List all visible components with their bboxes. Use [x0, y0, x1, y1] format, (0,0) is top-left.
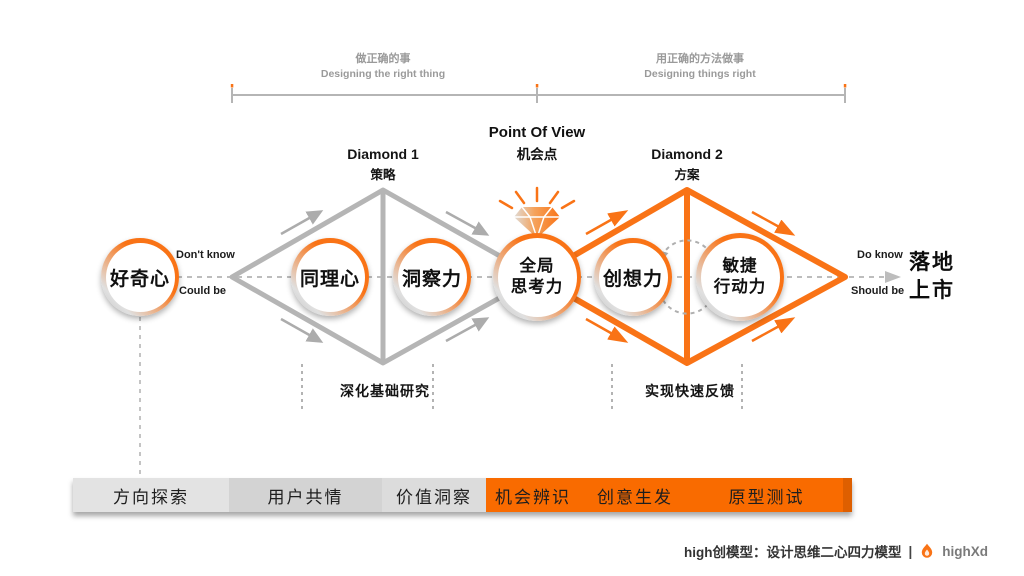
label-dont-know: Don't know: [176, 249, 235, 261]
phase-value-insight: 价值洞察: [382, 478, 486, 512]
node-empathy-label: 同理心: [299, 268, 360, 290]
credit-text: high创模型：设计思维二心四力模型: [683, 545, 902, 560]
diamond-1-title: Diamond 1: [347, 146, 419, 162]
node-creativity: 创想力: [594, 238, 672, 316]
node-insight-label: 洞察力: [401, 268, 462, 290]
footer-credit: high创模型：设计思维二心四力模型 | highXd: [684, 541, 988, 561]
pov-subtitle: 机会点: [516, 147, 558, 162]
phase-opportunity-identification: 机会辨识: [486, 478, 580, 512]
diamond-2-flow-arrows: [585, 210, 796, 343]
diamond-2-note: 实现快速反馈: [645, 383, 735, 399]
bracket-right-zh: 用正确的方法做事: [656, 53, 744, 65]
node-creativity-label: 创想力: [602, 268, 663, 290]
bracket-left-en: Designing the right thing: [320, 68, 446, 80]
diamond-1-label: Diamond 1 策略: [283, 146, 483, 183]
phase-direction-exploration: 方向探索: [73, 478, 229, 512]
bracket-label-right: 用正确的方法做事 Designing things right: [540, 50, 860, 80]
phase-prototype-testing: 原型测试: [690, 478, 843, 512]
phase-bar: 方向探索 用户共情 价值洞察 机会辨识 创意生发 原型测试: [73, 478, 852, 512]
diamond-2-label: Diamond 2 方案: [587, 146, 787, 183]
phase-bar-end-cap: [843, 478, 852, 512]
bracket-left-zh: 做正确的事: [355, 53, 411, 65]
brand-name: highXd: [942, 543, 988, 559]
outcome-label: 落地 上市: [909, 251, 955, 302]
node-empathy: 同理心: [291, 238, 369, 316]
node-holistic-thinking-label: 全局: [519, 257, 555, 275]
phase-user-empathy: 用户共情: [229, 478, 382, 512]
pov-title: Point Of View: [488, 124, 586, 141]
node-agile-action: 敏捷行动力: [696, 233, 784, 321]
phase-idea-generation: 创意生发: [580, 478, 690, 512]
vertical-dashed-guides: [139, 317, 743, 476]
diamond-1-subtitle: 策略: [370, 168, 396, 182]
node-curiosity-label: 好奇心: [109, 268, 170, 290]
top-bracket: [230, 84, 847, 103]
node-curiosity: 好奇心: [101, 238, 179, 316]
node-insight: 洞察力: [393, 238, 471, 316]
node-holistic-thinking: 全局思考力: [493, 233, 581, 321]
flame-icon: [922, 543, 933, 558]
diamond-1-flow-arrows: [280, 210, 490, 343]
bracket-right-en: Designing things right: [644, 68, 756, 80]
credit-separator: |: [908, 543, 913, 559]
label-could-be: Could be: [179, 285, 227, 297]
node-agile-action-label: 敏捷: [722, 257, 758, 275]
gem-icon: [498, 186, 576, 239]
point-of-view-label: Point Of View 机会点: [427, 124, 647, 163]
diamond-2-title: Diamond 2: [651, 146, 723, 162]
label-do-know: Do know: [857, 249, 903, 261]
bracket-label-left: 做正确的事 Designing the right thing: [223, 50, 543, 80]
diamond-2-subtitle: 方案: [674, 168, 700, 182]
diamond-2-shape: [534, 187, 848, 366]
label-should-be: Should be: [851, 285, 905, 297]
diamond-1-note: 深化基础研究: [340, 383, 430, 399]
